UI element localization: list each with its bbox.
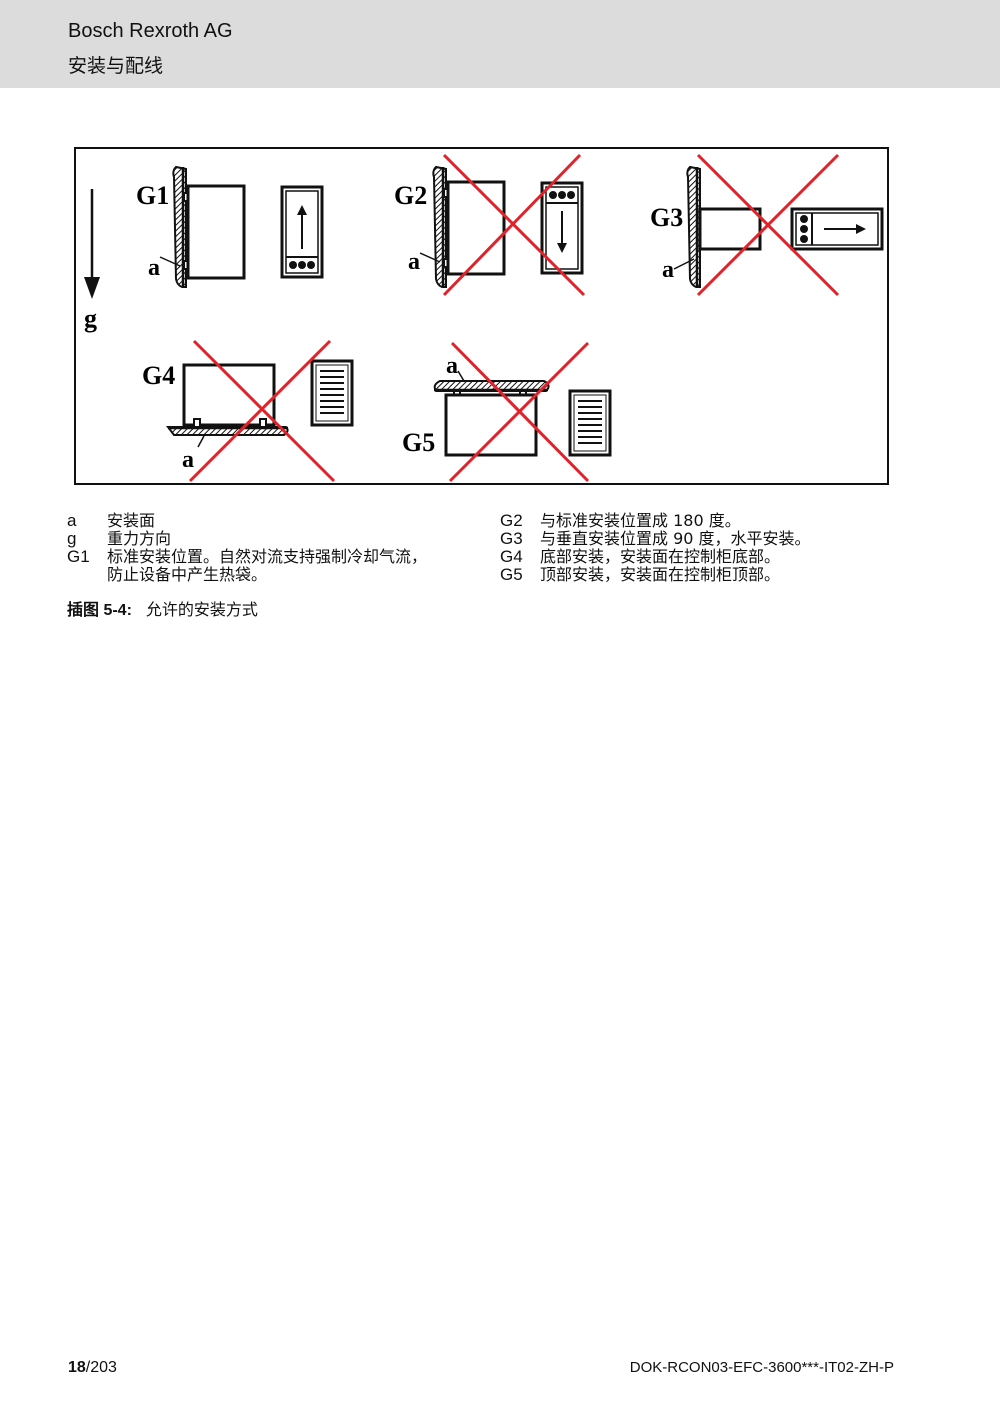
legend-key: G1 bbox=[67, 547, 90, 566]
legend-key: G3 bbox=[500, 529, 523, 548]
legend-text: 顶部安装，安装面在控制柜顶部。 bbox=[540, 565, 781, 584]
label-a-g4: a bbox=[182, 447, 194, 473]
label-g2: G2 bbox=[394, 181, 427, 210]
legend-text: 底部安装，安装面在控制柜底部。 bbox=[540, 547, 781, 566]
label-g4: G4 bbox=[142, 361, 175, 390]
label-g5: G5 bbox=[402, 428, 435, 457]
legend-text: 与垂直安装位置成 90 度，水平安装。 bbox=[540, 529, 811, 548]
gravity-arrow bbox=[84, 189, 100, 299]
g4-diagram bbox=[166, 339, 354, 483]
legend-key: G2 bbox=[500, 511, 523, 530]
label-g: g bbox=[84, 304, 97, 333]
legend-key: G5 bbox=[500, 565, 523, 584]
legend-key: a bbox=[67, 511, 77, 530]
legend-key: g bbox=[67, 529, 77, 548]
g3-diagram bbox=[673, 153, 884, 297]
legend-text: 安装面 bbox=[107, 511, 156, 530]
legend-left: a 安装面 g 重力方向 G1 标准安装位置。自然对流支持强制冷却气流，防止设备… bbox=[67, 512, 467, 584]
legend-item: G3 与垂直安装位置成 90 度，水平安装。 bbox=[500, 530, 920, 548]
legend-item: G1 标准安装位置。自然对流支持强制冷却气流，防止设备中产生热袋。 bbox=[67, 548, 467, 584]
label-a-g5: a bbox=[446, 353, 458, 379]
label-g1: G1 bbox=[136, 181, 169, 210]
legend-text: 与标准安装位置成 180 度。 bbox=[540, 511, 741, 530]
mounting-figure: g G1 a bbox=[74, 147, 889, 485]
legend-item: G4 底部安装，安装面在控制柜底部。 bbox=[500, 548, 920, 566]
legend-item: G2 与标准安装位置成 180 度。 bbox=[500, 512, 920, 530]
legend-item: G5 顶部安装，安装面在控制柜顶部。 bbox=[500, 566, 920, 584]
label-a-g3: a bbox=[662, 257, 674, 283]
label-a-g1: a bbox=[148, 255, 160, 281]
section-title: 安装与配线 bbox=[68, 55, 164, 77]
g5-diagram bbox=[433, 341, 612, 483]
g2-diagram bbox=[419, 153, 586, 297]
page-header: Bosch Rexroth AG 安装与配线 bbox=[0, 0, 1000, 88]
mounting-diagram: g G1 a bbox=[84, 153, 884, 483]
legend-key: G4 bbox=[500, 547, 523, 566]
label-g3: G3 bbox=[650, 203, 683, 232]
figure-caption: 插图 5-4: 允许的安装方式 bbox=[67, 596, 258, 620]
page-number: 18/203 bbox=[68, 1359, 117, 1377]
label-a-g2: a bbox=[408, 249, 420, 275]
document-id: DOK-RCON03-EFC-3600***-IT02-ZH-P bbox=[629, 1359, 894, 1376]
g1-diagram bbox=[159, 165, 324, 288]
page-total: /203 bbox=[85, 1359, 117, 1376]
legend-item: g 重力方向 bbox=[67, 530, 467, 548]
caption-label: 插图 5-4: bbox=[67, 602, 132, 619]
legend-right: G2 与标准安装位置成 180 度。 G3 与垂直安装位置成 90 度，水平安装… bbox=[500, 512, 920, 584]
legend-text: 标准安装位置。自然对流支持强制冷却气流，防止设备中产生热袋。 bbox=[107, 547, 428, 584]
page-current: 18 bbox=[68, 1359, 86, 1376]
caption-text: 允许的安装方式 bbox=[145, 600, 258, 619]
legend-item: a 安装面 bbox=[67, 512, 467, 530]
company-name: Bosch Rexroth AG bbox=[68, 20, 233, 42]
legend-text: 重力方向 bbox=[107, 529, 172, 548]
